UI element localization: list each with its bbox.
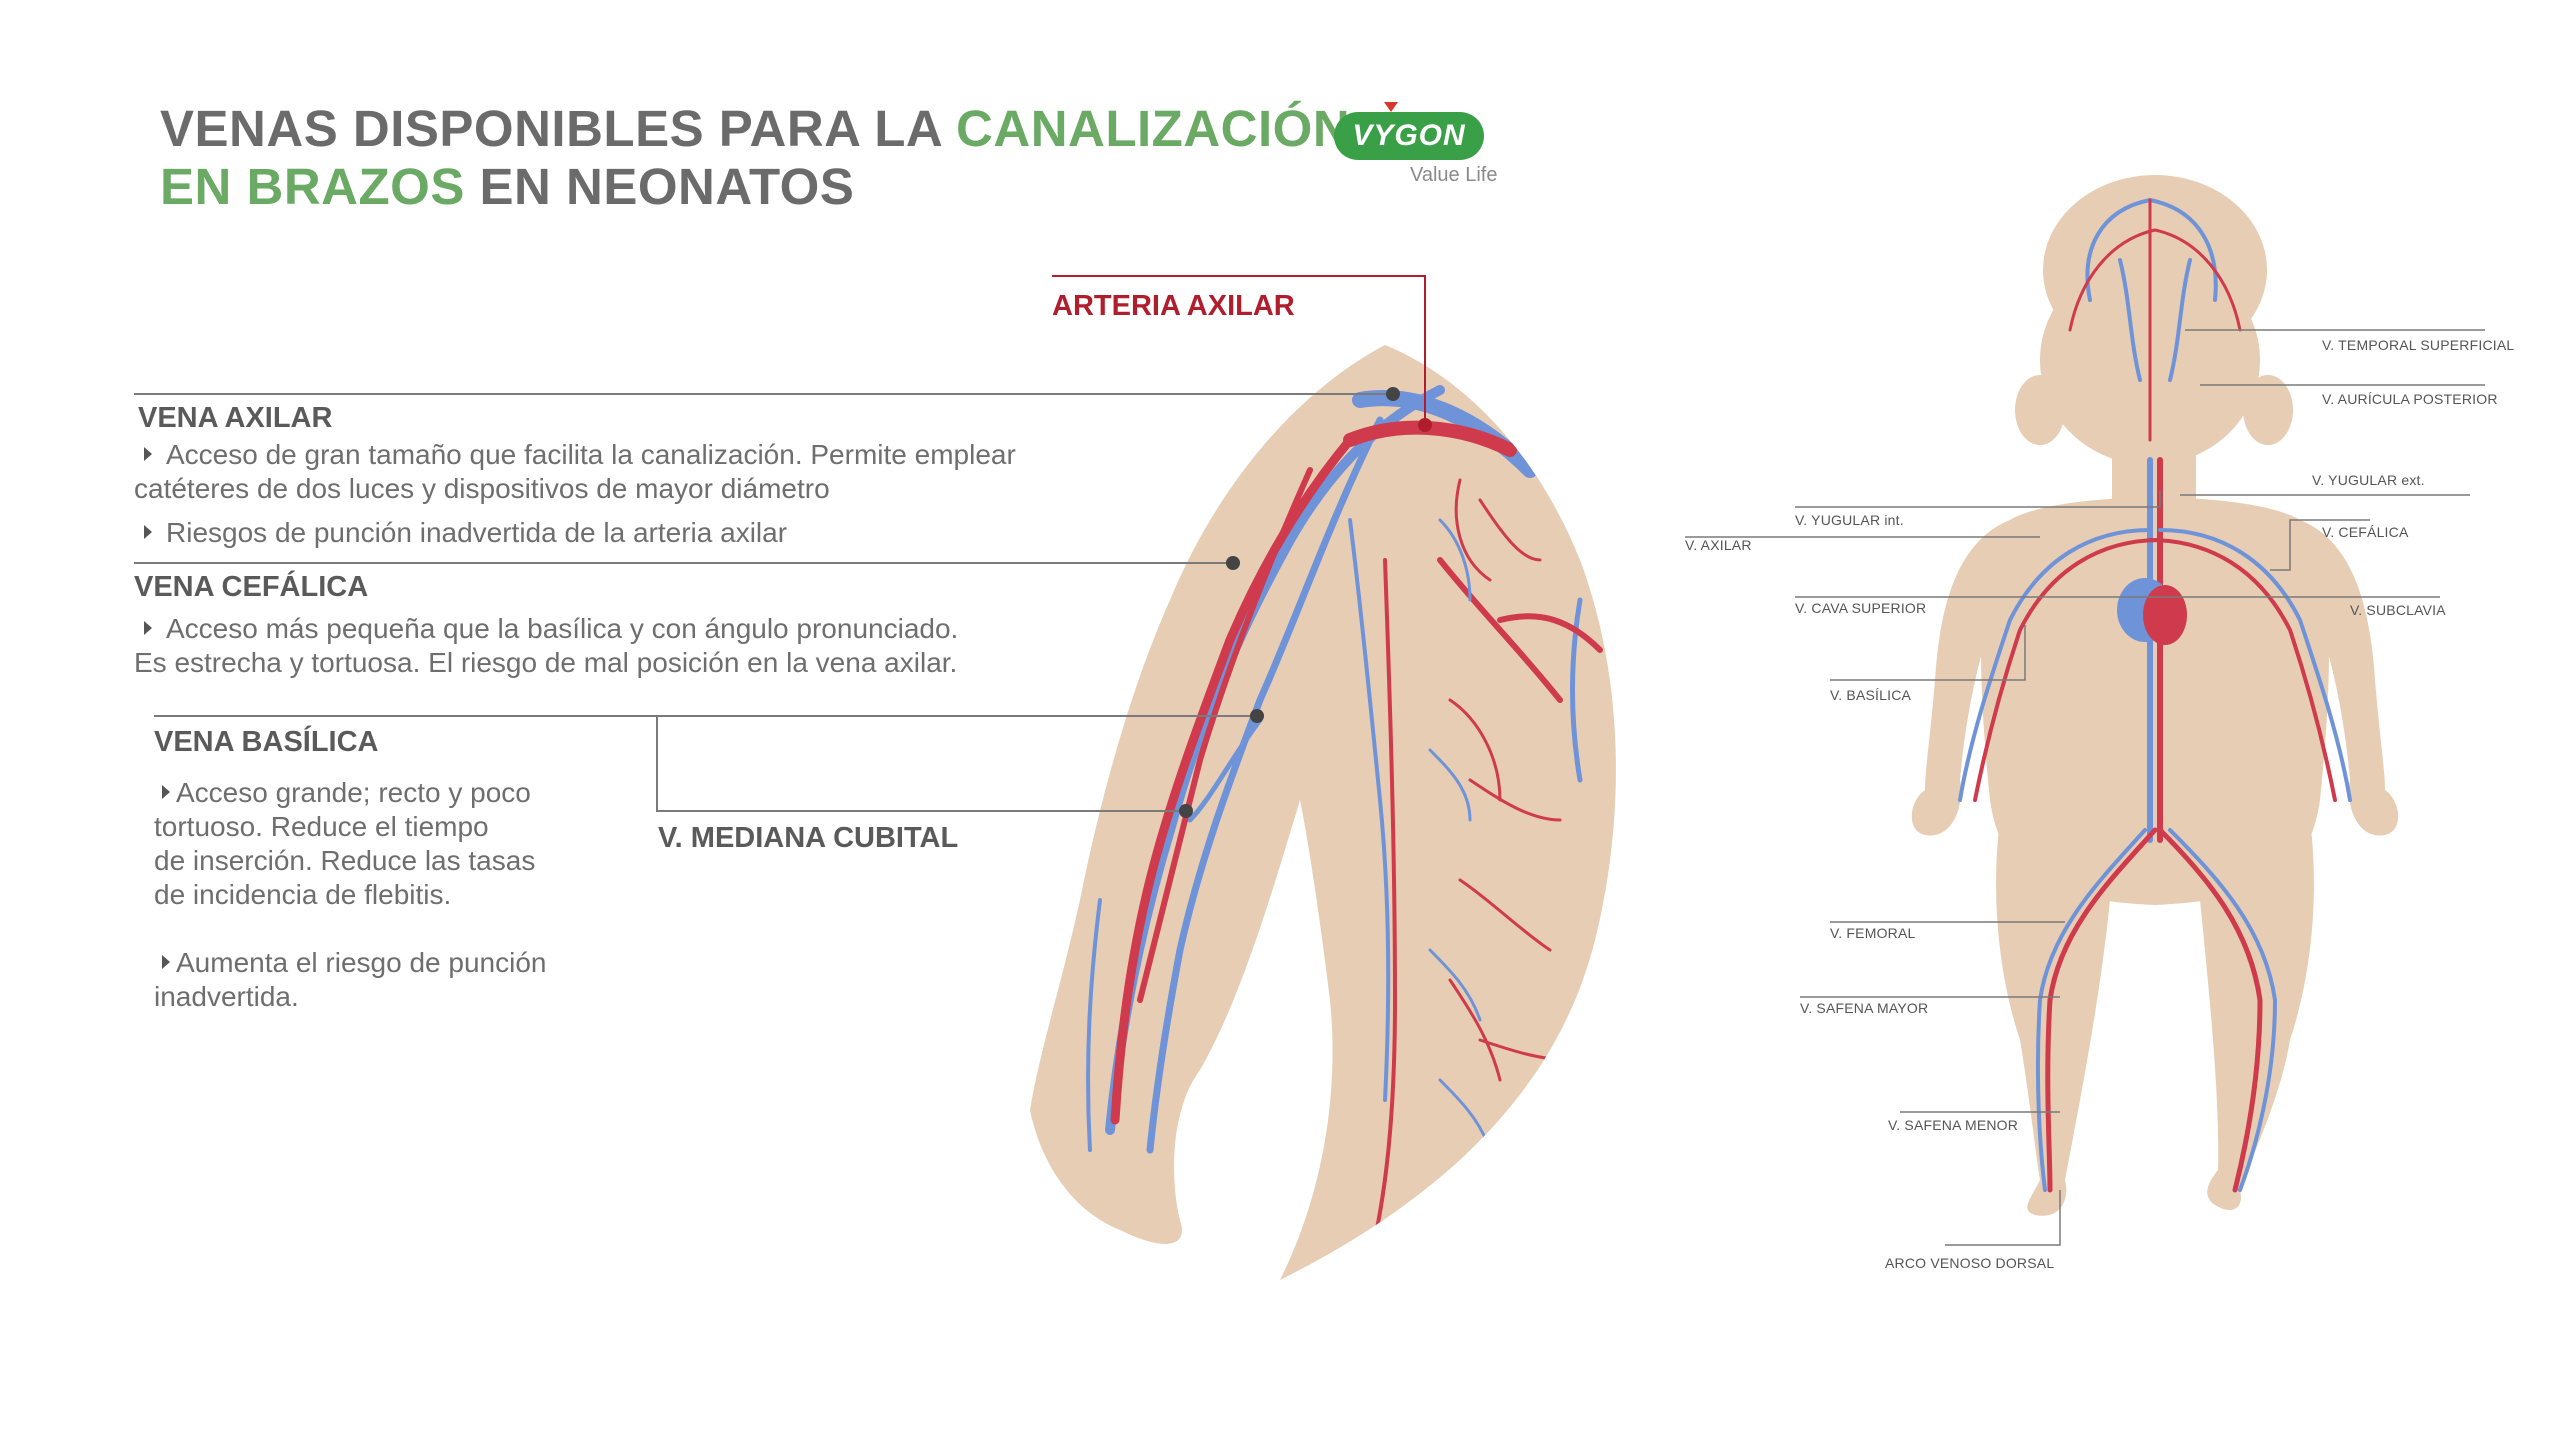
title-highlight: CANALIZACIÓN bbox=[956, 100, 1351, 157]
vygon-logo: VYGON Value Life bbox=[1334, 102, 1497, 186]
vena-basilica-text: Acceso grande; recto y poco tortuoso. Re… bbox=[154, 777, 547, 1012]
label-safena-mayor: V. SAFENA MAYOR bbox=[1800, 1000, 1929, 1016]
label-femoral: V. FEMORAL bbox=[1830, 925, 1916, 941]
basilic-vein bbox=[1146, 416, 1384, 1154]
label-basilica: V. BASÍLICA bbox=[1830, 687, 1912, 703]
label-arco-venoso-dorsal: ARCO VENOSO DORSAL bbox=[1885, 1255, 2055, 1271]
marker-vena-basilica bbox=[1250, 709, 1264, 723]
logo-tagline: Value Life bbox=[1410, 164, 1498, 186]
label-cefalica: V. CEFÁLICA bbox=[2322, 524, 2409, 540]
title-highlight: EN BRAZOS bbox=[160, 158, 465, 215]
vena-cefalica-text: Acceso más pequeña que la basílica y con… bbox=[134, 613, 959, 678]
median-cubital-vein bbox=[1187, 717, 1263, 823]
bullet-icon bbox=[144, 525, 152, 539]
label-cava-superior: V. CAVA SUPERIOR bbox=[1795, 600, 1927, 616]
vena-axilar-title: VENA AXILAR bbox=[138, 402, 333, 434]
title-line-2: EN BRAZOS EN NEONATOS bbox=[160, 158, 855, 215]
label-yugular-ext: V. YUGULAR ext. bbox=[2312, 472, 2425, 488]
logo-tick-icon bbox=[1384, 102, 1398, 112]
logo-brand: VYGON bbox=[1334, 112, 1484, 160]
vena-cefalica-title: VENA CEFÁLICA bbox=[134, 571, 369, 603]
bullet-icon bbox=[162, 785, 170, 799]
leader-arteria-axilar bbox=[1052, 275, 1426, 425]
label-safena-menor: V. SAFENA MENOR bbox=[1888, 1117, 2019, 1133]
marker-vena-cefalica bbox=[1226, 556, 1240, 570]
label-temporal-superficial: V. TEMPORAL SUPERFICIAL bbox=[2322, 337, 2515, 353]
label-v-mediana-cubital: V. MEDIANA CUBITAL bbox=[658, 822, 959, 854]
leader-mediana-cubital bbox=[656, 716, 1186, 812]
label-auricula-posterior: V. AURÍCULA POSTERIOR bbox=[2322, 391, 2498, 407]
label-arteria-axilar: ARTERIA AXILAR bbox=[1052, 290, 1295, 322]
bullet-icon bbox=[144, 447, 152, 461]
marker-vena-axilar bbox=[1386, 387, 1400, 401]
bullet-icon bbox=[162, 955, 170, 969]
title-line-1: VENAS DISPONIBLES PARA LA CANALIZACIÓN bbox=[160, 100, 1351, 157]
label-subclavia: V. SUBCLAVIA bbox=[2350, 602, 2446, 618]
page-title: VENAS DISPONIBLES PARA LA CANALIZACIÓN E… bbox=[160, 100, 1350, 216]
marker-arteria-axilar bbox=[1418, 418, 1432, 432]
vena-basilica-title: VENA BASÍLICA bbox=[154, 726, 379, 758]
label-yugular-int: V. YUGULAR int. bbox=[1795, 512, 1904, 528]
bullet-icon bbox=[144, 621, 152, 635]
vena-axilar-text: Acceso de gran tamaño que facilita la ca… bbox=[134, 439, 1016, 548]
marker-mediana-cubital bbox=[1179, 804, 1193, 818]
label-axilar: V. AXILAR bbox=[1685, 537, 1752, 553]
